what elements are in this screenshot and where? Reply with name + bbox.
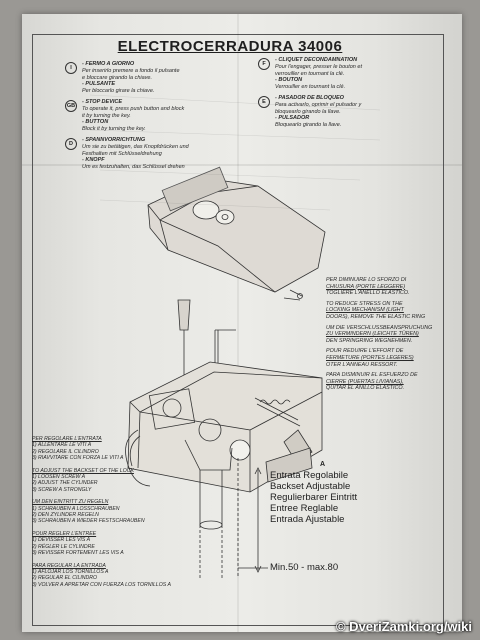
block-spanish-line: Bloquearlo girando la llave. bbox=[275, 122, 342, 129]
instruction-heading: PARA REGULAR LA ENTRADA bbox=[32, 562, 106, 569]
block-german-line: Festhalten mit Schlüsseldrehung bbox=[82, 150, 162, 157]
instruction-step: 3) SCREW A STRONGLY bbox=[32, 486, 92, 493]
instruction-heading: POUR REGLER L'ENTREE bbox=[32, 530, 97, 537]
instruction-step: 1) ALLENTARE LE VITI A bbox=[32, 442, 92, 449]
block-english-line: it by turning the key. bbox=[82, 112, 131, 119]
block-german-line: - SPANNVORRICHTUNG bbox=[82, 137, 146, 143]
instruction-step: 2) REGULAR EL CILINDRO bbox=[32, 575, 98, 582]
block-italian-line: - PULSANTE bbox=[82, 81, 115, 88]
block-french-line: - CLIQUET DECONDAMNATION bbox=[275, 57, 358, 63]
backset-label: Entrada Ajustable bbox=[270, 514, 345, 525]
caption-line: ZU VERMINDERN (LEICHTE TÜREN) bbox=[326, 331, 419, 338]
instruction-step: 1) DÉVISSER LES VIS A bbox=[32, 537, 91, 544]
backset-label: Entree Reglable bbox=[270, 503, 339, 514]
instruction-step: 1) AFLOJAR LOS TORNILLOS A bbox=[32, 568, 109, 575]
document-title: ELECTROCERRADURA 34006 bbox=[117, 38, 343, 55]
block-german-line: - KNOPF bbox=[82, 157, 105, 164]
block-english-line: - STOP DEVICE bbox=[82, 99, 123, 105]
caption-line: DEN SPRINGRING WEGNEHMEN. bbox=[326, 337, 413, 344]
caption-line: PARA DISMINUIR EL ESFUERZO DE bbox=[326, 372, 418, 379]
instruction-step: 1) SCHRAUBEN A LOSSCHRAUBEN bbox=[32, 505, 120, 512]
block-italian-line: - FERMO A GIORNO bbox=[82, 61, 135, 67]
block-spanish-line: Para activarlo, oprimir el pulsador y bbox=[275, 101, 362, 108]
caption-line: FERMETURE (PORTES LEGERES) bbox=[326, 354, 414, 361]
instruction-step: 3) SCHRAUBEN A WIEDER FESTSCHRAUBEN bbox=[32, 518, 145, 525]
block-french: - CLIQUET DECONDAMNATION Pour l'engager,… bbox=[275, 57, 362, 91]
block-german-line: Um es festzuhalten, das Schlüssel drehen bbox=[82, 164, 185, 171]
instruction-step: 2) DEN ZYLINDER REGELN bbox=[32, 512, 99, 519]
block-spanish-line: - PULSADOR bbox=[275, 115, 310, 122]
caption-line: OTER L'ANNEAU RESSORT. bbox=[326, 361, 398, 368]
block-spanish-line: - PASADOR DE BLOQUEO bbox=[275, 95, 344, 101]
instruction-step: 3) VOLVER A APRETAR CON FUERZA LOS TORNI… bbox=[32, 581, 171, 588]
block-english-line: Block it by turning the key. bbox=[82, 126, 146, 133]
block-spanish: - PASADOR DE BLOQUEO Para activarlo, opr… bbox=[275, 95, 361, 129]
instruction-heading: UM DEN EINTRITT ZU REGELN bbox=[32, 499, 109, 506]
caption-line: POUR REDUIRE L'EFFORT DE bbox=[326, 348, 404, 355]
badge-spanish: E bbox=[258, 96, 270, 108]
backset-label: Backset Adjustable bbox=[270, 481, 351, 492]
block-english-line: To operate it, press push button and blo… bbox=[82, 105, 185, 112]
caption-line: LOCKING MECHANISM (LIGHT bbox=[326, 307, 404, 314]
instruction-step: 2) REGOLARE IL CILINDRO bbox=[32, 448, 99, 455]
backset-label: Regulierbarer Eintritt bbox=[270, 492, 358, 503]
block-german: - SPANNVORRICHTUNG Um sie zu betätigen, … bbox=[82, 137, 189, 171]
instruction-step: 2) ADJUST THE CYLINDER bbox=[32, 480, 98, 487]
backset-labels: Entrata Regolabile Backset Adjustable Re… bbox=[270, 470, 357, 525]
caption-line: UM DIE VERSCHLUSSBEANSPRUCHUNG bbox=[326, 324, 433, 331]
caption-line: QUITAR EL ANILLO ELÁSTICO. bbox=[326, 385, 405, 392]
block-german-line: Um sie zu betätigen, das Knopfdrücken un… bbox=[82, 143, 189, 150]
block-english-line: - BUTTON bbox=[82, 119, 109, 126]
badge-english: GB bbox=[65, 100, 77, 112]
badge-french: F bbox=[258, 58, 270, 70]
caption-line: DOORS), REMOVE THE ELASTIC RING bbox=[326, 313, 426, 320]
caption-line: CIERRE (PUERTAS LIVIANAS), bbox=[326, 378, 404, 385]
block-italian-line: e bloccare girando la chiave. bbox=[82, 74, 153, 81]
caption-line: CHIUSURA (PORTE LEGGERE) bbox=[326, 283, 406, 290]
block-english: - STOP DEVICE To operate it, press push … bbox=[82, 99, 184, 133]
block-french-line: Pour l'engager, presser le bouton et bbox=[275, 63, 362, 70]
screw-a-label: A bbox=[320, 461, 325, 468]
instruction-step: 3) REVISSER FORTEMENT LES VIS A bbox=[32, 550, 124, 557]
instruction-sheet bbox=[22, 14, 462, 632]
instruction-step: 3) RIAVVITARE CON FORZA LE VITI A bbox=[32, 455, 124, 462]
block-french-line: verrouiller en tournant la clé. bbox=[275, 70, 345, 77]
block-italian: - FERMO A GIORNO Per inserirlo premere a… bbox=[82, 61, 180, 95]
block-french-line: Verrouiller en tournant la clé. bbox=[275, 84, 346, 91]
caption-line: PER DIMINUIRE LO SFORZO DI bbox=[326, 277, 407, 283]
instruction-step: 1) LOOSEN SCREW A bbox=[32, 474, 86, 481]
block-italian-line: Per inserirlo premere a fondo il pulsant… bbox=[82, 67, 180, 74]
instruction-heading: TO ADJUST THE BACKSET OF THE LOCK bbox=[32, 467, 134, 474]
instruction-heading: PER REGOLARE L'ENTRATA bbox=[32, 436, 102, 442]
block-spanish-line: bloquearlo girando la llave. bbox=[275, 108, 341, 115]
backset-instructions: PER REGOLARE L'ENTRATA 1) ALLENTARE LE V… bbox=[32, 436, 171, 588]
block-french-line: - BOUTON bbox=[275, 77, 303, 84]
elastic-ring-captions: PER DIMINUIRE LO SFORZO DI CHIUSURA (POR… bbox=[326, 277, 432, 392]
badge-german: D bbox=[65, 138, 77, 150]
caption-line: TO REDUCE STRESS ON THE bbox=[326, 300, 403, 307]
block-italian-line: Per bloccarlo girare la chiave. bbox=[82, 88, 155, 95]
backset-label: Entrata Regolabile bbox=[270, 470, 349, 481]
instruction-step: 2) RÉGLER LE CYLINDRE bbox=[32, 543, 95, 550]
watermark: © DveriZamki.org/wiki bbox=[335, 619, 472, 634]
backset-range: Min.50 - max.80 bbox=[270, 562, 339, 573]
caption-line: TOGLIERE L'ANELLO ELASTICO. bbox=[326, 290, 410, 297]
badge-italian: I bbox=[65, 62, 77, 74]
